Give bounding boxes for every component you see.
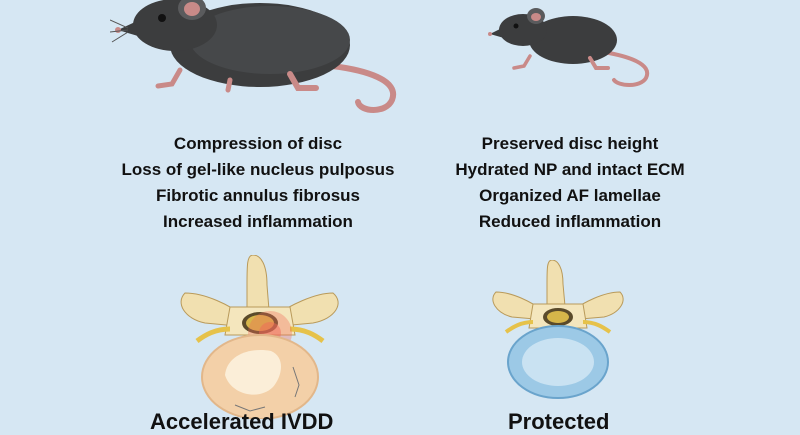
right-finding-1: Preserved disc height	[481, 134, 659, 153]
left-finding-3: Fibrotic annulus fibrosus	[155, 186, 360, 205]
left-finding-4: Increased inflammation	[163, 212, 353, 231]
healthy-vertebra-illustration	[492, 260, 624, 399]
left-finding-2: Loss of gel-like nucleus pulposus	[121, 160, 395, 179]
small-mouse-illustration	[488, 8, 650, 87]
left-bottom-label: Accelerated IVDD	[150, 409, 334, 434]
left-findings: Compression of disc Loss of gel-like nuc…	[98, 131, 418, 235]
degenerated-vertebra-illustration	[180, 255, 339, 419]
right-bottom-label: Protected	[508, 409, 610, 434]
right-finding-2: Hydrated NP and intact ECM	[455, 160, 685, 179]
right-findings: Preserved disc height Hydrated NP and in…	[420, 131, 720, 235]
left-panel: Compression of disc Loss of gel-like nuc…	[98, 0, 418, 434]
right-finding-3: Organized AF lamellae	[479, 186, 661, 205]
right-finding-4: Reduced inflammation	[478, 212, 662, 231]
right-panel: Preserved disc height Hydrated NP and in…	[420, 0, 800, 434]
large-mouse-illustration	[110, 0, 397, 113]
left-finding-1: Compression of disc	[173, 134, 343, 153]
